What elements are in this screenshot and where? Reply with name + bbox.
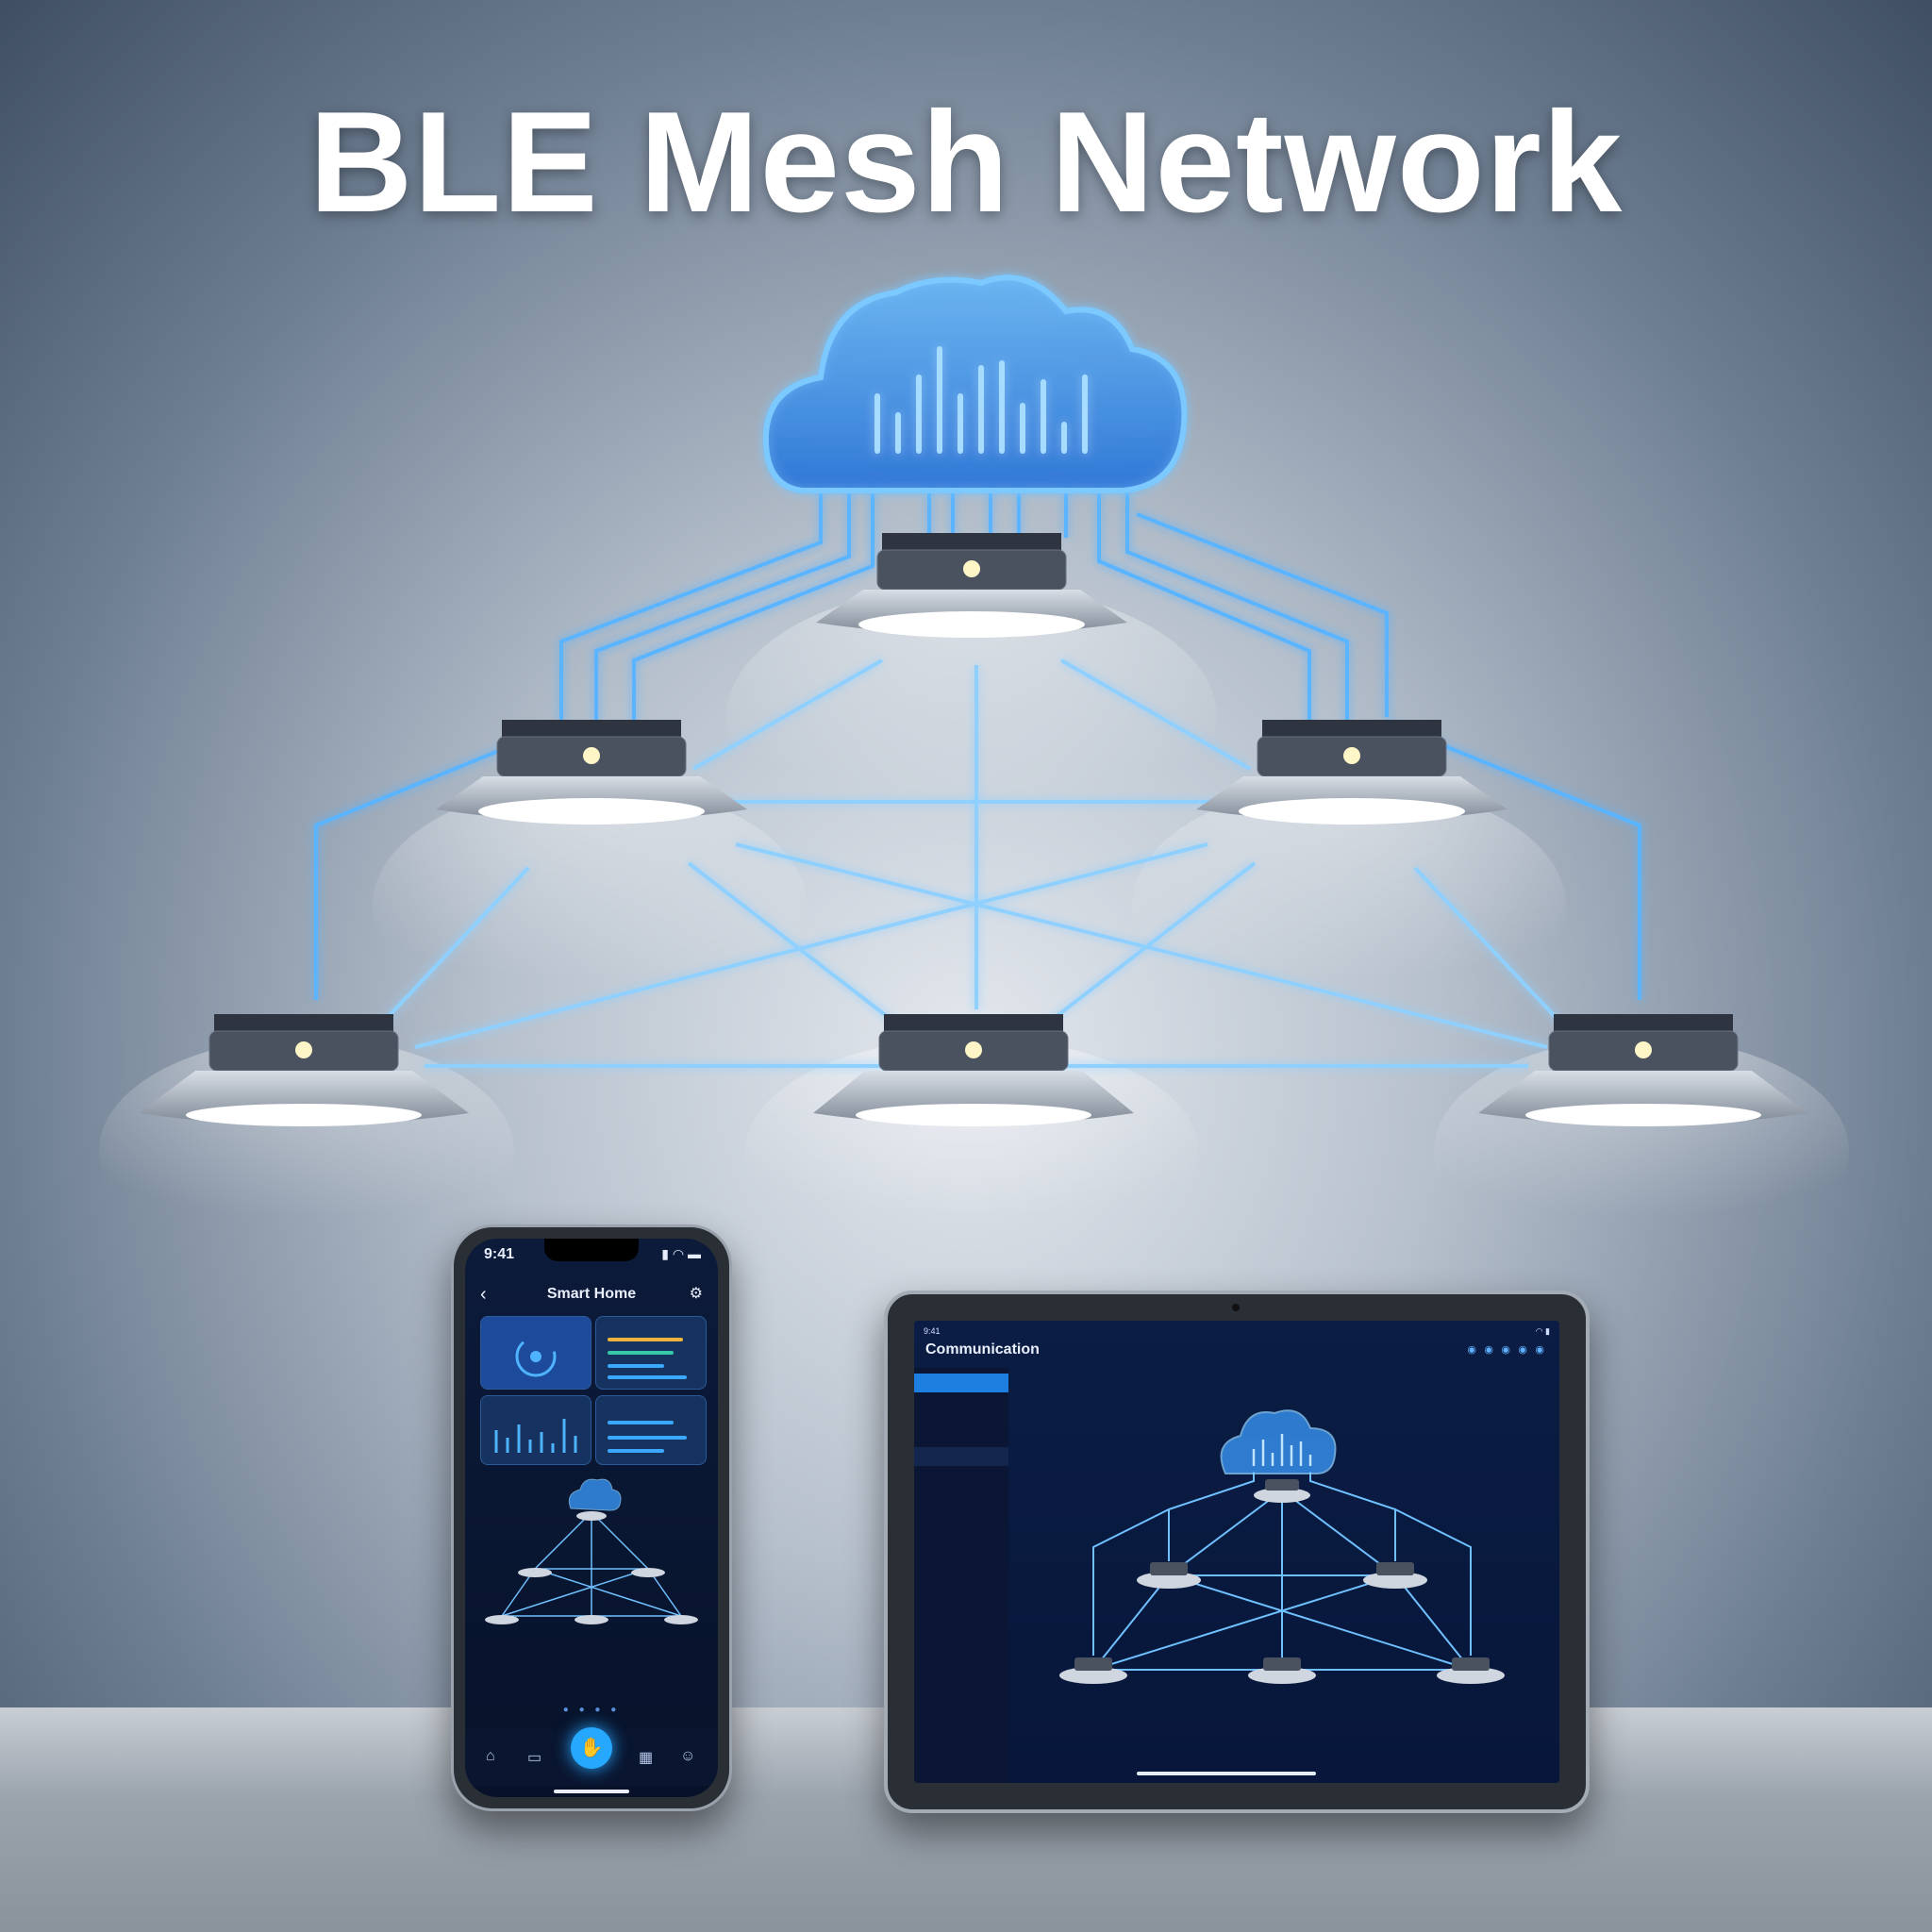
sidebar-item-active[interactable] bbox=[914, 1374, 1008, 1392]
mesh-network-illustration bbox=[99, 275, 1849, 1226]
profile-icon[interactable]: ◉ bbox=[1535, 1344, 1544, 1356]
cloud-uplinks bbox=[314, 486, 1641, 1000]
phone-card-stats[interactable] bbox=[595, 1395, 707, 1465]
phone-card-chart[interactable] bbox=[480, 1395, 591, 1465]
sidebar-item[interactable] bbox=[914, 1607, 1008, 1626]
phone-status-time: 9:41 bbox=[484, 1246, 515, 1262]
cloud-status-icon[interactable]: ◉ bbox=[1501, 1344, 1510, 1356]
home-indicator bbox=[1137, 1772, 1316, 1775]
smartphone: 9:41 ▮ ◠ ▬ ‹ Smart Home ⚙ bbox=[451, 1224, 732, 1811]
stat-bar bbox=[608, 1421, 674, 1424]
devices-icon[interactable]: ▭ bbox=[527, 1750, 542, 1766]
lamp-node-middle-left bbox=[436, 720, 747, 824]
phone-mesh-diagram bbox=[485, 1478, 698, 1624]
phone-app-title: Smart Home bbox=[546, 1286, 637, 1302]
lamp-node-bottom-right bbox=[1478, 1014, 1808, 1126]
center-action-icon[interactable]: ✋ bbox=[571, 1727, 612, 1769]
bar-chart-icon bbox=[494, 1419, 577, 1453]
tablet-mesh-diagram bbox=[1059, 1409, 1505, 1684]
tablet-app-title: Communication bbox=[925, 1341, 1040, 1357]
sidebar-item[interactable] bbox=[914, 1528, 1008, 1547]
tablet: 9:41 ◠ ▮ Communication ◉ ◉ ◉ ◉ ◉ bbox=[884, 1291, 1590, 1813]
cloud-icon bbox=[762, 275, 1188, 493]
home-icon[interactable]: ⌂ bbox=[486, 1748, 495, 1764]
level-bar bbox=[608, 1375, 687, 1379]
sidebar-item[interactable] bbox=[914, 1555, 1008, 1574]
level-bar bbox=[608, 1364, 664, 1368]
notifications-icon[interactable]: ◉ bbox=[1518, 1344, 1527, 1356]
profile-icon[interactable]: ☺ bbox=[680, 1748, 696, 1764]
phone-card-dial[interactable] bbox=[480, 1316, 591, 1390]
stat-bar bbox=[608, 1436, 687, 1440]
lamps bbox=[139, 533, 1808, 1126]
tablet-screen: 9:41 ◠ ▮ Communication ◉ ◉ ◉ ◉ ◉ bbox=[914, 1321, 1559, 1783]
info-icon[interactable]: ◉ bbox=[1484, 1344, 1493, 1356]
tablet-camera bbox=[1232, 1304, 1240, 1311]
stat-bar bbox=[608, 1449, 664, 1453]
lamp-node-top bbox=[816, 533, 1127, 638]
grid-icon[interactable]: ▦ bbox=[639, 1750, 654, 1766]
lamp-node-bottom-center bbox=[813, 1014, 1134, 1126]
sidebar-item[interactable] bbox=[914, 1502, 1008, 1521]
chevron-left-icon[interactable]: ‹ bbox=[480, 1284, 487, 1305]
sidebar-item[interactable] bbox=[914, 1447, 1008, 1466]
tablet-status-time: 9:41 bbox=[924, 1326, 941, 1336]
sidebar-item[interactable] bbox=[914, 1581, 1008, 1600]
phone-card-levels[interactable] bbox=[595, 1316, 707, 1390]
page-indicator[interactable]: ● ● ● ● bbox=[562, 1705, 621, 1715]
phone-status-icons: ▮ ◠ ▬ bbox=[661, 1246, 701, 1261]
level-bar bbox=[608, 1338, 683, 1341]
sync-icon[interactable]: ◉ bbox=[1467, 1344, 1476, 1356]
level-bar bbox=[608, 1351, 674, 1355]
tablet-sidebar bbox=[914, 1368, 1008, 1783]
tablet-status-icons: ◠ ▮ bbox=[1535, 1326, 1550, 1336]
home-indicator bbox=[554, 1790, 629, 1793]
lamp-node-middle-right bbox=[1196, 720, 1507, 824]
sidebar-item[interactable] bbox=[914, 1421, 1008, 1440]
phone-screen: 9:41 ▮ ◠ ▬ ‹ Smart Home ⚙ bbox=[465, 1239, 718, 1797]
sidebar-item[interactable] bbox=[914, 1396, 1008, 1415]
gear-icon[interactable]: ⚙ bbox=[689, 1286, 703, 1302]
lamp-node-bottom-left bbox=[139, 1014, 469, 1126]
page-title: BLE Mesh Network bbox=[308, 82, 1624, 242]
phone-notch bbox=[544, 1239, 639, 1261]
sidebar-item[interactable] bbox=[914, 1475, 1008, 1494]
dial-icon bbox=[515, 1336, 557, 1377]
